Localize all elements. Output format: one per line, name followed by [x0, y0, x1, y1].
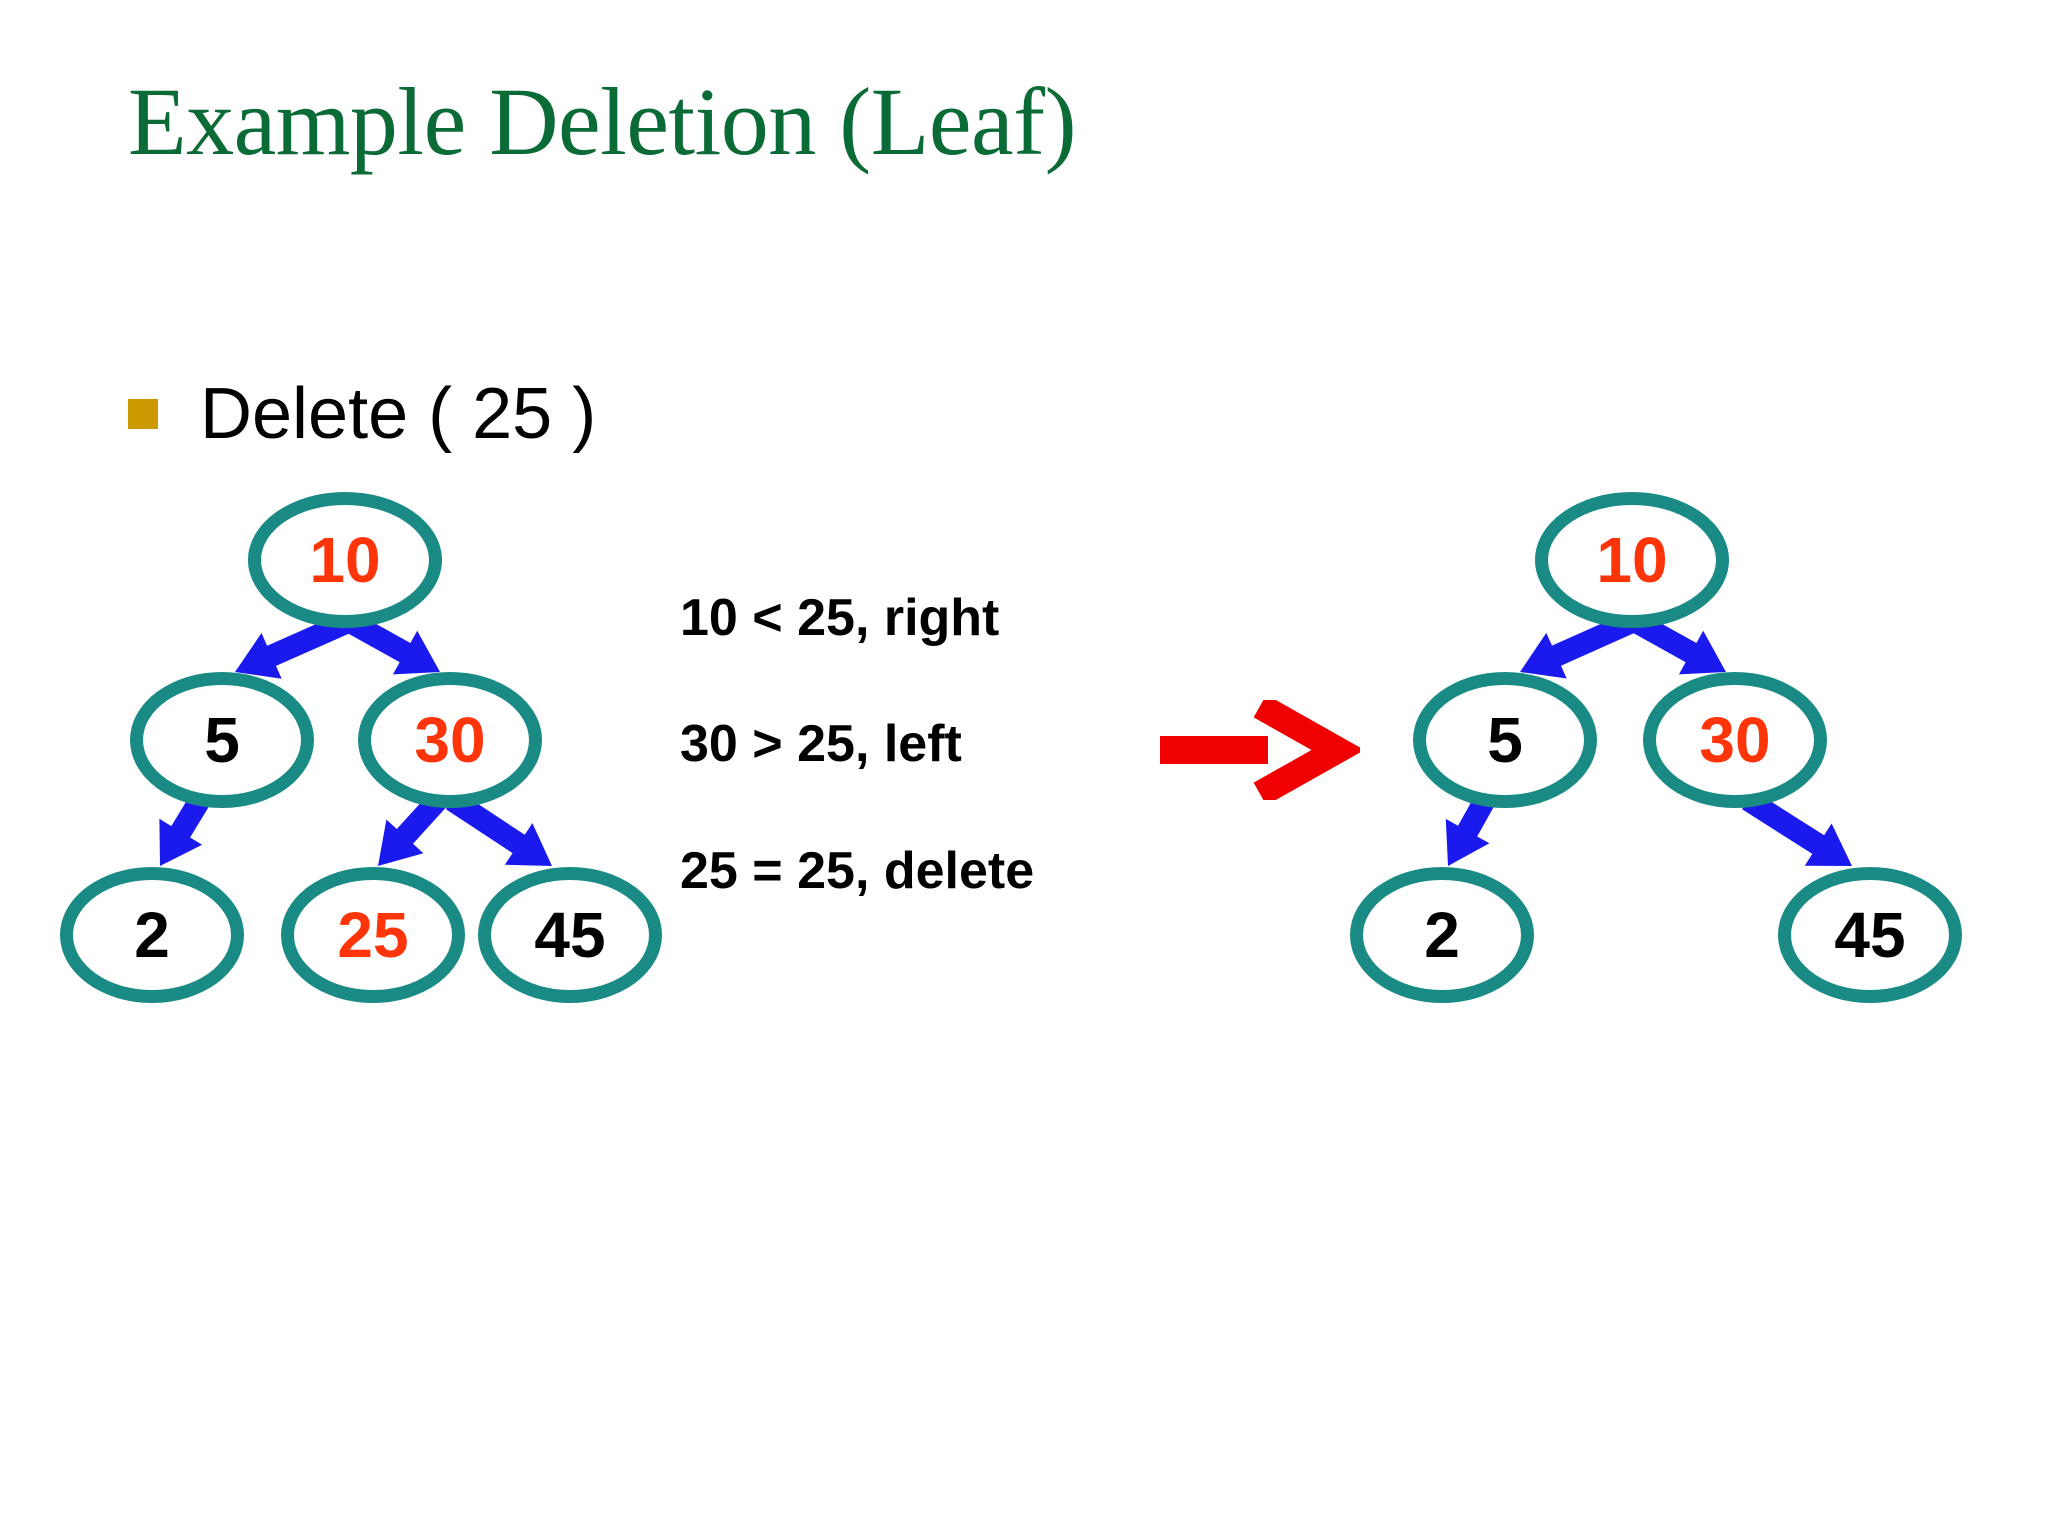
- after-node-45: 45: [1778, 867, 1962, 1003]
- right-arrow-icon: [1160, 700, 1360, 800]
- before-node-45: 45: [478, 867, 662, 1003]
- before-node-2: 2: [60, 867, 244, 1003]
- node-label: 10: [1596, 524, 1668, 596]
- explanation-line-2: 30 > 25, left: [680, 715, 962, 773]
- node-label: 25: [337, 899, 409, 971]
- before-node-30: 30: [358, 672, 542, 808]
- after-node-10: 10: [1535, 492, 1729, 628]
- node-label: 10: [309, 524, 381, 596]
- before-node-10: 10: [248, 492, 442, 628]
- before-node-5: 5: [130, 672, 314, 808]
- node-label: 45: [1834, 899, 1906, 971]
- explanation-line-1: 10 < 25, right: [680, 589, 1000, 647]
- node-label: 2: [134, 899, 170, 971]
- node-label: 30: [414, 704, 486, 776]
- node-label: 5: [204, 704, 240, 776]
- explanation-line-3: 25 = 25, delete: [680, 842, 1035, 900]
- before-node-25: 25: [281, 867, 465, 1003]
- after-node-5: 5: [1413, 672, 1597, 808]
- page-title: Example Deletion (Leaf): [128, 68, 1077, 175]
- node-label: 2: [1424, 899, 1460, 971]
- square-bullet-icon: [128, 399, 158, 429]
- node-label: 5: [1487, 704, 1523, 776]
- node-label: 45: [534, 899, 606, 971]
- after-node-30: 30: [1643, 672, 1827, 808]
- after-node-2: 2: [1350, 867, 1534, 1003]
- bullet-label: Delete ( 25 ): [200, 374, 597, 454]
- bullet-row: Delete ( 25 ): [128, 378, 596, 450]
- node-label: 30: [1699, 704, 1771, 776]
